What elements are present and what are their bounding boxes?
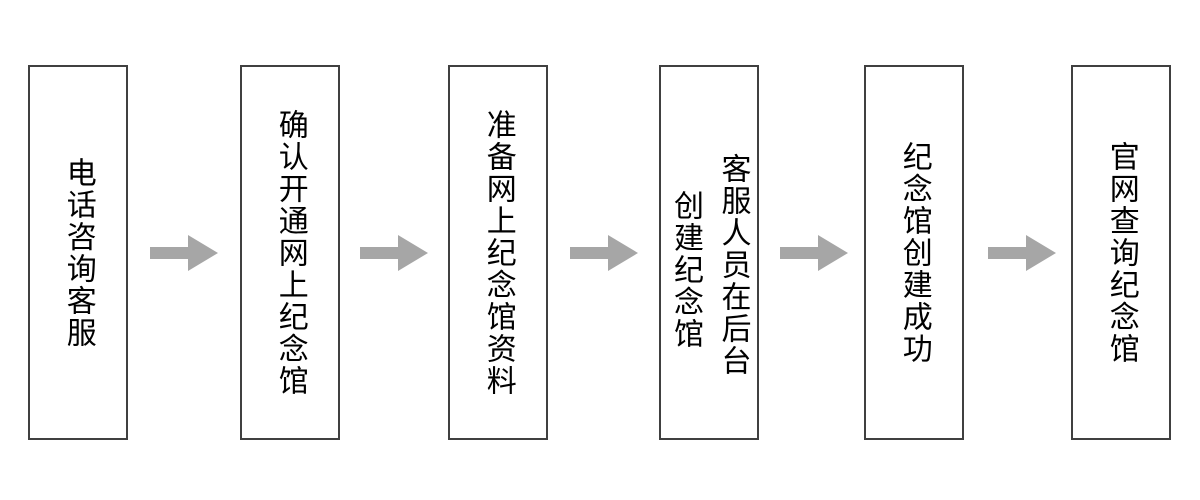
process-step-2[interactable]: 确认开通网上纪念馆	[240, 65, 340, 440]
flow-arrow-5	[988, 235, 1056, 271]
process-step-1[interactable]: 电话咨询客服	[28, 65, 128, 440]
process-step-3-label: 准备网上纪念馆资料	[480, 108, 516, 397]
flow-arrow-2	[360, 235, 428, 271]
process-step-6[interactable]: 官网查询纪念馆	[1071, 65, 1171, 440]
process-step-4-label-column-1: 客服人员在后台	[715, 153, 751, 377]
flow-arrow-3	[570, 235, 638, 271]
process-step-4-label-column-2: 创建纪念馆	[668, 190, 703, 350]
process-step-3[interactable]: 准备网上纪念馆资料	[448, 65, 548, 440]
process-step-6-label: 官网查询纪念馆	[1103, 140, 1139, 365]
process-step-1-label: 电话咨询客服	[60, 156, 96, 349]
process-step-5[interactable]: 纪念馆创建成功	[864, 65, 964, 440]
flow-arrow-4	[780, 235, 848, 271]
process-step-2-label: 确认开通网上纪念馆	[272, 108, 308, 397]
flow-arrow-1	[150, 235, 218, 271]
process-step-5-label: 纪念馆创建成功	[896, 140, 932, 365]
process-step-4[interactable]: 客服人员在后台 创建纪念馆	[659, 65, 759, 440]
